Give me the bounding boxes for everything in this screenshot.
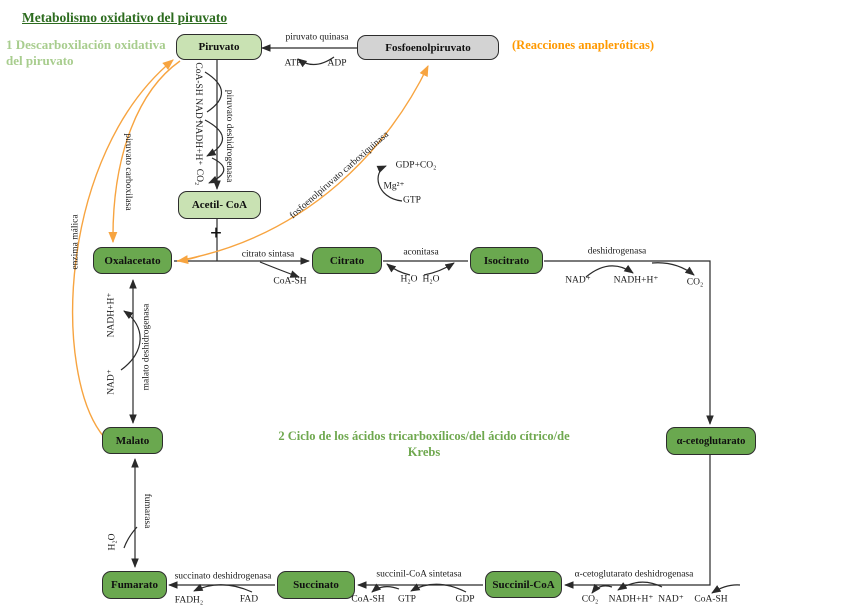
label-kgdh-nad: NAD⁺ bbox=[658, 594, 684, 605]
curve-enzima-malica bbox=[72, 59, 174, 438]
box-malato: Malato bbox=[102, 427, 163, 454]
arc-adp-to-atp bbox=[297, 56, 335, 68]
box-fosfoenolpiruvato: Fosfoenolpiruvato bbox=[357, 35, 499, 60]
label-succinil-coa-sintetasa: succinil-CoA sintetasa bbox=[376, 569, 462, 580]
label-scs-coash: CoA-SH bbox=[351, 594, 385, 605]
label-pdh-co2: CO₂ bbox=[193, 168, 204, 186]
label-citrato-sintasa: citrato sintasa bbox=[241, 249, 295, 260]
arc-kgdh-co2 bbox=[591, 583, 613, 594]
label-acon-h2o-out: H₂O bbox=[400, 274, 418, 285]
label-piruvato-carboxilasa: piruvato carboxilasa bbox=[122, 133, 133, 211]
arc-citratosintasa-coash bbox=[259, 261, 300, 278]
label-sdh-fadh2: FADH₂ bbox=[174, 595, 204, 606]
arc-pdh-nad-nadh bbox=[204, 119, 224, 157]
label-mdh-nad: NAD⁺ bbox=[106, 369, 117, 395]
label-kgdh-nadh: NADH+H⁺ bbox=[608, 594, 654, 605]
label-idh-nad: NAD⁺ bbox=[565, 275, 591, 286]
label-pepck-mg: Mg²⁺ bbox=[383, 181, 405, 192]
arc-mdh-nad-nadh bbox=[120, 310, 141, 371]
label-piruvato-quinasa: piruvato quinasa bbox=[285, 32, 349, 43]
arc-scs-coash bbox=[371, 583, 400, 593]
label-akg-deshidrogenasa: α-cetoglutarato deshidrogenasa bbox=[574, 569, 694, 580]
label-adp: ADP bbox=[327, 58, 347, 69]
label-pdh-coash: CoA-SH bbox=[192, 62, 203, 96]
page-title: Metabolismo oxidativo del piruvato bbox=[22, 10, 228, 25]
arc-scs-gdp-gtp bbox=[410, 583, 467, 593]
label-malato-deshidrogenasa: malato deshidrogenasa bbox=[141, 303, 152, 391]
label-acon-h2o-in: H₂O bbox=[422, 274, 440, 285]
label-pdh-nadh: NADH+H⁺ bbox=[192, 120, 203, 166]
plus-sign: + bbox=[210, 220, 222, 245]
box-oxalacetato: Oxalacetato bbox=[93, 247, 172, 274]
step2-label: 2 Ciclo de los ácidos tricarboxílicos/de… bbox=[278, 429, 570, 460]
arc-fumarasa-h2o bbox=[123, 526, 138, 549]
arc-pdh-coash bbox=[204, 71, 223, 113]
label-atp: ATP bbox=[284, 58, 302, 69]
arc-kgdh-nad-nadh bbox=[617, 581, 663, 591]
curve-pepck-arrow-to-oaa bbox=[176, 255, 201, 265]
label-scs-gdp: GDP bbox=[455, 594, 475, 605]
label-sdh-fad: FAD bbox=[239, 594, 259, 605]
label-pepck-gtp: GTP bbox=[403, 195, 421, 206]
arrow-isocitrato-to-akg bbox=[544, 260, 714, 425]
box-alfa-cetoglutarato: α-cetoglutarato bbox=[666, 427, 756, 455]
label-fum-h2o: H₂O bbox=[107, 533, 118, 551]
arc-pdh-co2 bbox=[208, 157, 225, 184]
label-isocitrato-deshidrogenasa: deshidrogenasa bbox=[587, 246, 647, 257]
box-piruvato: Piruvato bbox=[176, 34, 262, 60]
box-succinato: Succinato bbox=[277, 571, 355, 599]
box-fumarato: Fumarato bbox=[102, 571, 167, 599]
arc-pepck-gtp-gdp bbox=[376, 165, 403, 202]
label-kgdh-coash: CoA-SH bbox=[694, 594, 728, 605]
label-enzima-malica: enzima málica bbox=[70, 214, 81, 270]
label-aconitasa: aconitasa bbox=[403, 247, 439, 258]
arrow-akg-to-succinilcoa bbox=[564, 455, 711, 589]
arc-idh-co2 bbox=[651, 262, 695, 276]
box-isocitrato: Isocitrato bbox=[470, 247, 543, 274]
arc-aconitasa-h2o-in bbox=[423, 262, 455, 276]
label-pepck-gdp-co2: GDP+CO₂ bbox=[395, 160, 437, 171]
arc-idh-nad-nadh bbox=[585, 264, 634, 278]
box-citrato: Citrato bbox=[312, 247, 382, 274]
curve-pepck-oaa-to-pep bbox=[176, 64, 429, 262]
box-acetil-coa: Acetil- CoA bbox=[178, 191, 261, 219]
box-succinil-coa: Succinil-CoA bbox=[485, 571, 562, 598]
anaplerotic-note: (Reacciones anapleróticas) bbox=[512, 38, 654, 52]
curve-piruvato-carboxilasa bbox=[108, 60, 181, 244]
arc-aconitasa-h2o-out bbox=[386, 263, 411, 276]
label-piruvato-deshidrogenasa: piruvato deshidrogenasa bbox=[223, 89, 234, 183]
step1-label: 1 Descarboxilación oxidativa del piruvat… bbox=[6, 37, 166, 69]
label-cs-coash: CoA-SH bbox=[273, 276, 307, 287]
label-idh-nadh: NADH+H⁺ bbox=[613, 275, 659, 286]
label-scs-gtp: GTP bbox=[398, 594, 416, 605]
label-succinato-deshidrogenasa: succinato deshidrogenasa bbox=[174, 571, 272, 582]
arc-sdh-fad-fadh2 bbox=[193, 583, 253, 593]
label-mdh-nadh: NADH+H⁺ bbox=[106, 292, 117, 338]
arc-kgdh-coash bbox=[711, 584, 741, 594]
label-idh-co2: CO₂ bbox=[686, 277, 704, 288]
label-fumarasa: fumarasa bbox=[141, 493, 152, 529]
label-kgdh-co2: CO₂ bbox=[581, 594, 599, 605]
